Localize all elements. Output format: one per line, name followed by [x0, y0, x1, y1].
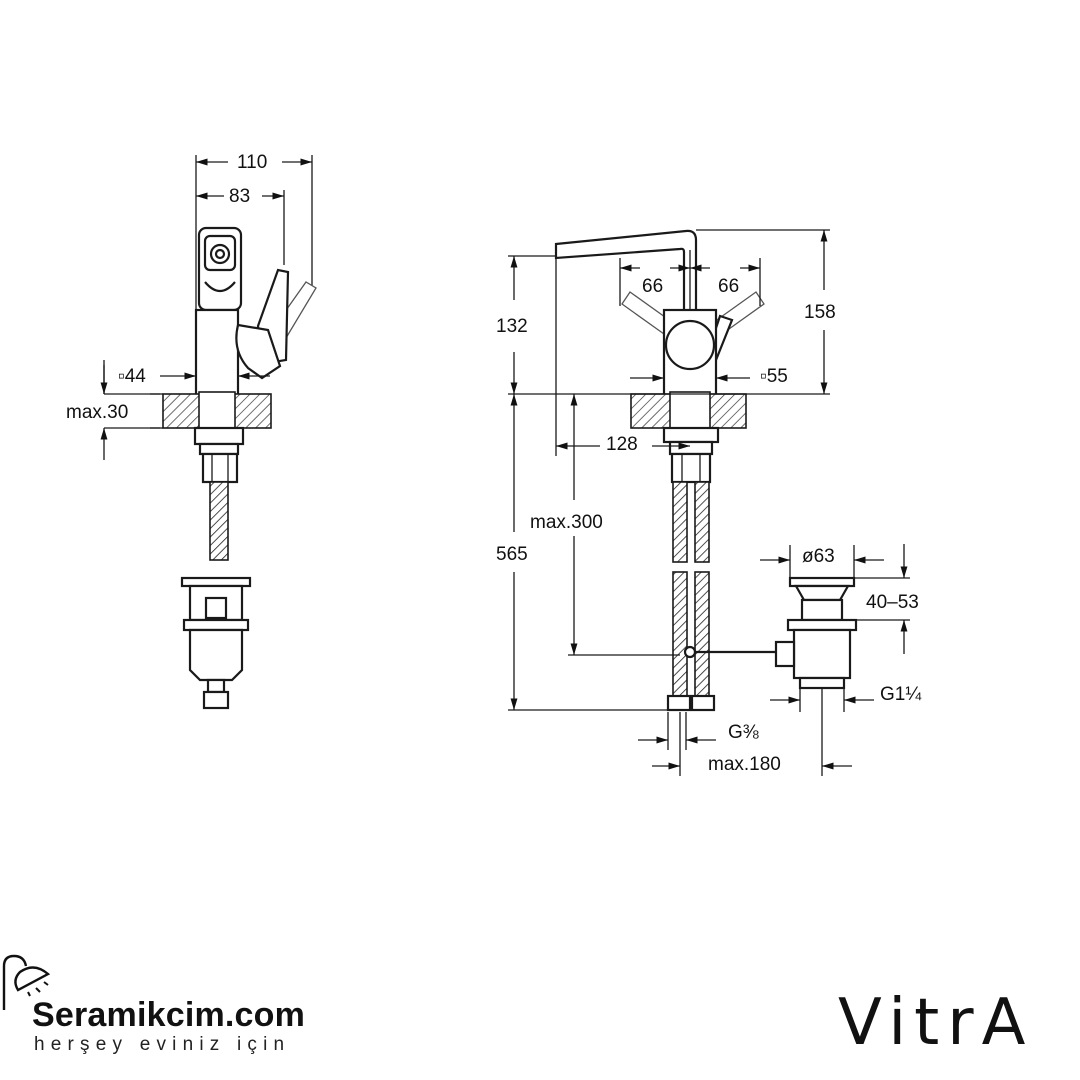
vitra-logo: VitrA — [838, 986, 1034, 1060]
dim-waste-offset-max: max.180 — [708, 754, 781, 775]
dim-front-hose-max: max.300 — [530, 512, 603, 533]
front-view: 66 66 132 158 ▫55 128 max.300 565 — [496, 229, 922, 776]
dim-front-lever-right: 66 — [718, 276, 739, 297]
shower-head-icon — [2, 954, 51, 1010]
dim-front-body-square: ▫55 — [760, 366, 788, 387]
site-tagline: herşey eviniz için — [34, 1034, 291, 1055]
site-name: Seramikcim.com — [32, 996, 306, 1034]
dim-front-spout-reach: 128 — [606, 434, 638, 455]
dim-waste-thread: G1¼ — [880, 684, 922, 705]
dim-side-width-total: 110 — [237, 152, 267, 173]
dim-waste-height-range: 40–53 — [866, 592, 919, 613]
dim-side-deck-max: max.30 — [66, 402, 128, 423]
dim-side-body-square: ▫44 — [118, 366, 146, 387]
dim-front-height-total: 158 — [804, 302, 836, 323]
dim-front-total-height: 565 — [496, 544, 528, 565]
dim-waste-diameter: ø63 — [802, 546, 835, 567]
dim-front-height-body: 132 — [496, 316, 528, 337]
dim-side-width-body: 83 — [229, 186, 250, 207]
dim-front-lever-left: 66 — [642, 276, 663, 297]
side-view: 110 83 — [66, 152, 317, 710]
dim-supply-thread: G⅜ — [728, 722, 759, 743]
